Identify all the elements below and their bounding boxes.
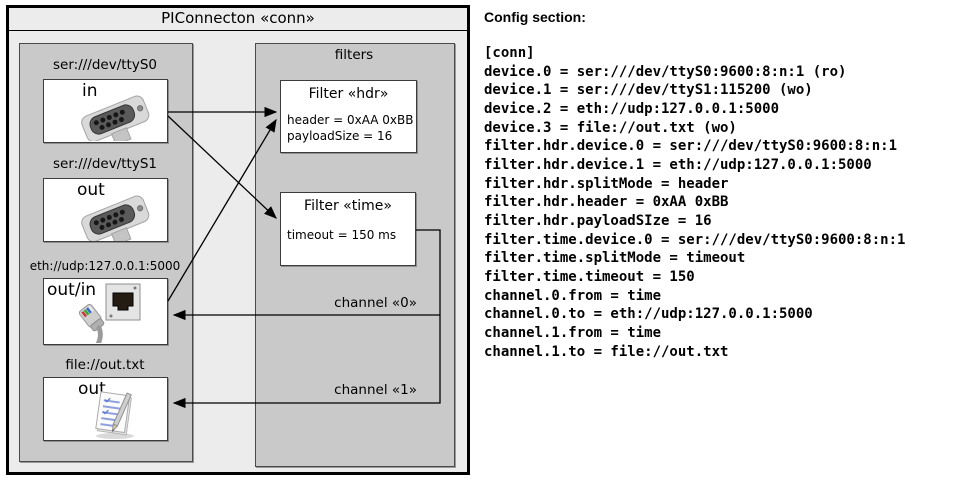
filter-title: Filter «hdr» xyxy=(308,86,389,102)
device-url-label: eth://udp:127.0.0.1:5000 xyxy=(29,259,181,273)
filter-node-hdr: Filter «hdr» header = 0xAA 0xBB payloadS… xyxy=(280,80,417,153)
config-line: device.3 = file://out.txt (wo) xyxy=(484,119,737,136)
config-line: filter.hdr.header = 0xAA 0xBB xyxy=(484,194,729,211)
device-node-ttys1: out xyxy=(43,178,168,242)
filter-node-time: Filter «time» timeout = 150 ms xyxy=(280,192,416,266)
config-line: filter.time.timeout = 150 xyxy=(484,268,695,285)
filter-attribute: payloadSize = 16 xyxy=(287,129,393,143)
diagram-title: PIConnecton «conn» xyxy=(161,9,315,27)
filters-group-label: filters xyxy=(334,47,374,63)
port-direction-label: out xyxy=(77,180,105,200)
config-line: device.2 = eth://udp:127.0.0.1:5000 xyxy=(484,100,780,117)
ethernet-plug-photo xyxy=(78,303,105,343)
device-url-label: ser:///dev/ttyS0 xyxy=(53,57,157,73)
config-section-heading: Config section: xyxy=(484,9,586,25)
config-line: device.0 = ser:///dev/ttyS0:9600:8:n:1 (… xyxy=(484,63,847,80)
device-url-label: file://out.txt xyxy=(65,357,145,373)
config-line: channel.0.from = time xyxy=(484,287,662,304)
device-node-ttys0: in xyxy=(43,79,168,143)
port-direction-label: in xyxy=(82,81,98,101)
filter-attribute: header = 0xAA 0xBB xyxy=(287,113,414,127)
filter-attributes: timeout = 150 ms xyxy=(287,227,396,243)
config-line: channel.0.to = eth://udp:127.0.0.1:5000 xyxy=(484,306,813,323)
config-line: channel.1.to = file://out.txt xyxy=(484,343,729,360)
title-separator xyxy=(9,30,467,31)
config-line: device.1 = ser:///dev/ttyS1:115200 (wo) xyxy=(484,82,813,99)
device-url-label: ser:///dev/ttyS1 xyxy=(53,156,157,172)
device-node-eth: out/in xyxy=(43,278,168,345)
config-line: filter.hdr.device.1 = eth://udp:127.0.0.… xyxy=(484,156,872,173)
config-listing: [conn] device.0 = ser:///dev/ttyS0:9600:… xyxy=(484,44,905,361)
channel-1-label: channel «1» xyxy=(334,382,417,398)
filter-title: Filter «time» xyxy=(304,198,392,214)
channel-0-label: channel «0» xyxy=(334,295,417,311)
config-line: filter.hdr.device.0 = ser:///dev/ttyS0:9… xyxy=(484,138,898,155)
device-node-file: out xyxy=(43,377,168,441)
filter-attribute: timeout = 150 ms xyxy=(287,228,397,242)
config-line: channel.1.from = time xyxy=(484,324,662,341)
config-line: filter.hdr.payloadSIze = 16 xyxy=(484,212,712,229)
config-line: filter.hdr.splitMode = header xyxy=(484,175,729,192)
config-line: [conn] xyxy=(484,45,535,61)
filter-attributes: header = 0xAA 0xBB payloadSize = 16 xyxy=(287,112,413,144)
config-line: filter.time.device.0 = ser:///dev/ttyS0:… xyxy=(484,231,906,248)
port-direction-label: out/in xyxy=(47,280,97,300)
port-direction-label: out xyxy=(78,379,106,399)
config-line: filter.time.splitMode = timeout xyxy=(484,250,746,267)
ethernet-port-icon xyxy=(105,283,141,321)
